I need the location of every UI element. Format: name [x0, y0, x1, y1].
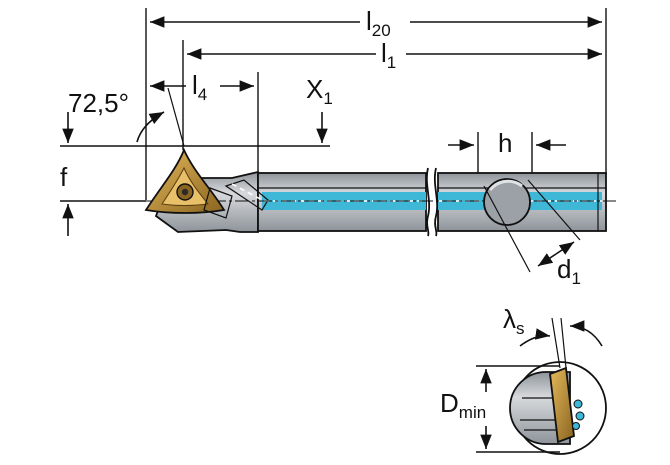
- l4-label: l4: [192, 70, 207, 104]
- h-label: h: [498, 128, 512, 158]
- extension-lines: [60, 8, 607, 202]
- dimension-angle: 72,5°: [68, 87, 185, 147]
- dimension-l4: l4: [150, 70, 254, 104]
- dimension-f: f: [60, 112, 74, 236]
- d1-label: d1: [557, 254, 581, 288]
- cross-section-d1: d1: [483, 178, 581, 288]
- f-label: f: [60, 162, 68, 192]
- dmin-label: Dmin: [440, 388, 486, 422]
- lambda-s-label: λs: [503, 304, 525, 338]
- dimension-h: h: [448, 128, 566, 158]
- cutting-insert: [144, 147, 233, 219]
- l1-label: l1: [381, 38, 396, 72]
- l20-label: l20: [366, 6, 391, 40]
- dimension-l1: l1: [187, 38, 602, 72]
- end-view: Dmin λs: [440, 304, 607, 455]
- dimension-l20: l20: [150, 6, 602, 40]
- x1-label: X1: [306, 74, 333, 108]
- angle-label: 72,5°: [68, 88, 129, 118]
